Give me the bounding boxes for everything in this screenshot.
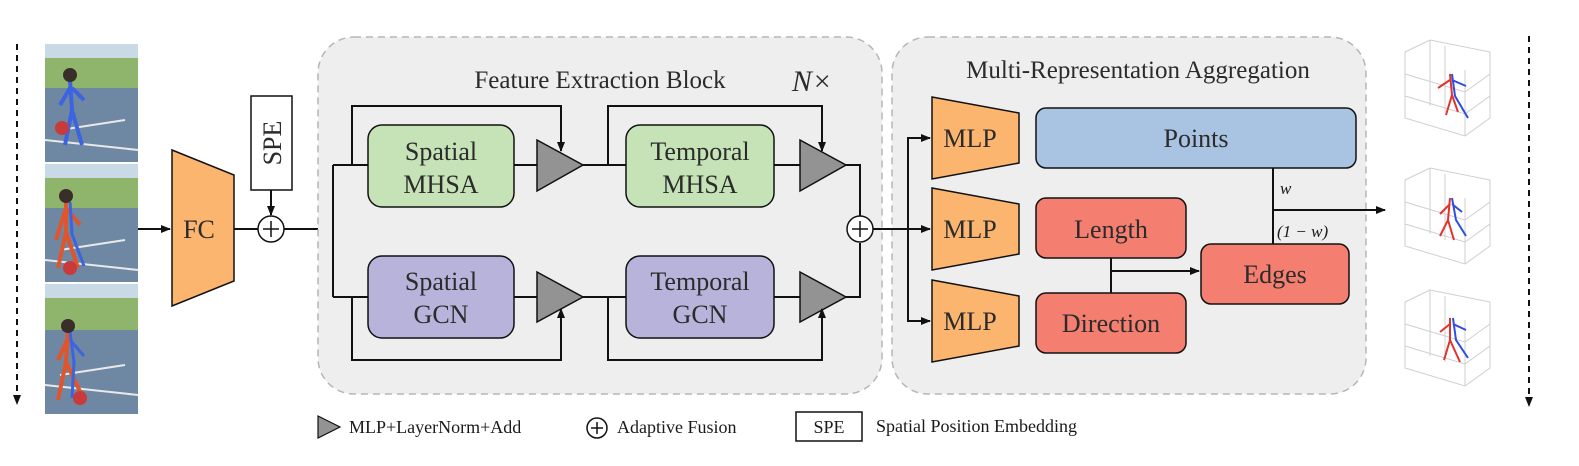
video-frame-2 [44,164,139,282]
add-norm-triangle-1 [536,138,585,193]
fusion-node-2 [846,215,874,243]
temporal-gcn-label-2: GCN [673,300,728,329]
residual-spatial-mhsa [351,105,565,165]
legend-triangle-icon [317,415,342,439]
pose-output-1 [1404,39,1491,137]
legend-spe-box [795,411,863,442]
spatial-mhsa-label-1: Spatial [405,137,477,166]
spatial-gcn-label-2: GCN [414,300,469,329]
pose-output-3 [1404,289,1491,387]
aggregation-title: Multi-Representation Aggregation [966,57,1310,84]
temporal-mhsa-label-2: MHSA [662,170,737,199]
points-label: Points [1163,124,1228,153]
temporal-mhsa-label-1: Temporal [650,137,749,166]
legend: MLP+LayerNorm+Add Adaptive Fusion SPE Sp… [317,411,1077,442]
weight-label: w [1280,179,1292,198]
weight-complement-label: (1 − w) [1277,222,1328,241]
length-label: Length [1074,215,1148,244]
add-norm-triangle-2 [799,138,848,193]
mlp-block-1 [931,96,1020,180]
input-video-frames [44,44,139,414]
pose-output-2 [1404,167,1491,265]
line-upper-to-fusion [846,164,861,216]
mlp-label-2: MLP [943,215,996,244]
fc-label: FC [183,215,215,244]
mlp-label-1: MLP [943,124,996,153]
temporal-gcn-label-1: Temporal [650,267,749,296]
spatial-gcn-label-1: Spatial [405,267,477,296]
mlp-label-3: MLP [943,307,996,336]
video-frame-1 [44,44,139,162]
output-3d-poses [1404,39,1491,387]
feature-extraction-title: Feature Extraction Block [474,67,726,94]
mlp-block-3 [931,279,1020,363]
fc-block [171,148,235,308]
edges-block [1200,243,1350,305]
arrow-to-mlp-3 [907,229,931,325]
spatial-mhsa-label-2: MHSA [403,170,478,199]
residual-spatial-gcn [351,297,565,361]
legend-triangle-label: MLP+LayerNorm+Add [349,417,521,437]
video-frame-3 [44,284,139,414]
arrow-to-mlp-1 [907,134,931,229]
legend-fusion-label: Adaptive Fusion [617,417,737,437]
legend-fusion-icon [586,417,608,439]
direction-label: Direction [1062,309,1160,338]
residual-temporal-gcn [607,297,826,361]
mlp-block-2 [931,187,1020,271]
edges-label: Edges [1243,260,1307,289]
residual-temporal-mhsa [607,105,826,165]
points-block [1035,107,1357,169]
legend-spe-box-label: SPE [813,417,844,437]
spe-block [250,95,293,191]
line-lower-to-fusion [846,243,861,298]
legend-spe-label: Spatial Position Embedding [876,416,1077,436]
spe-label: SPE [258,121,287,166]
repeat-label: N× [791,65,832,98]
fusion-node-1 [257,215,285,243]
